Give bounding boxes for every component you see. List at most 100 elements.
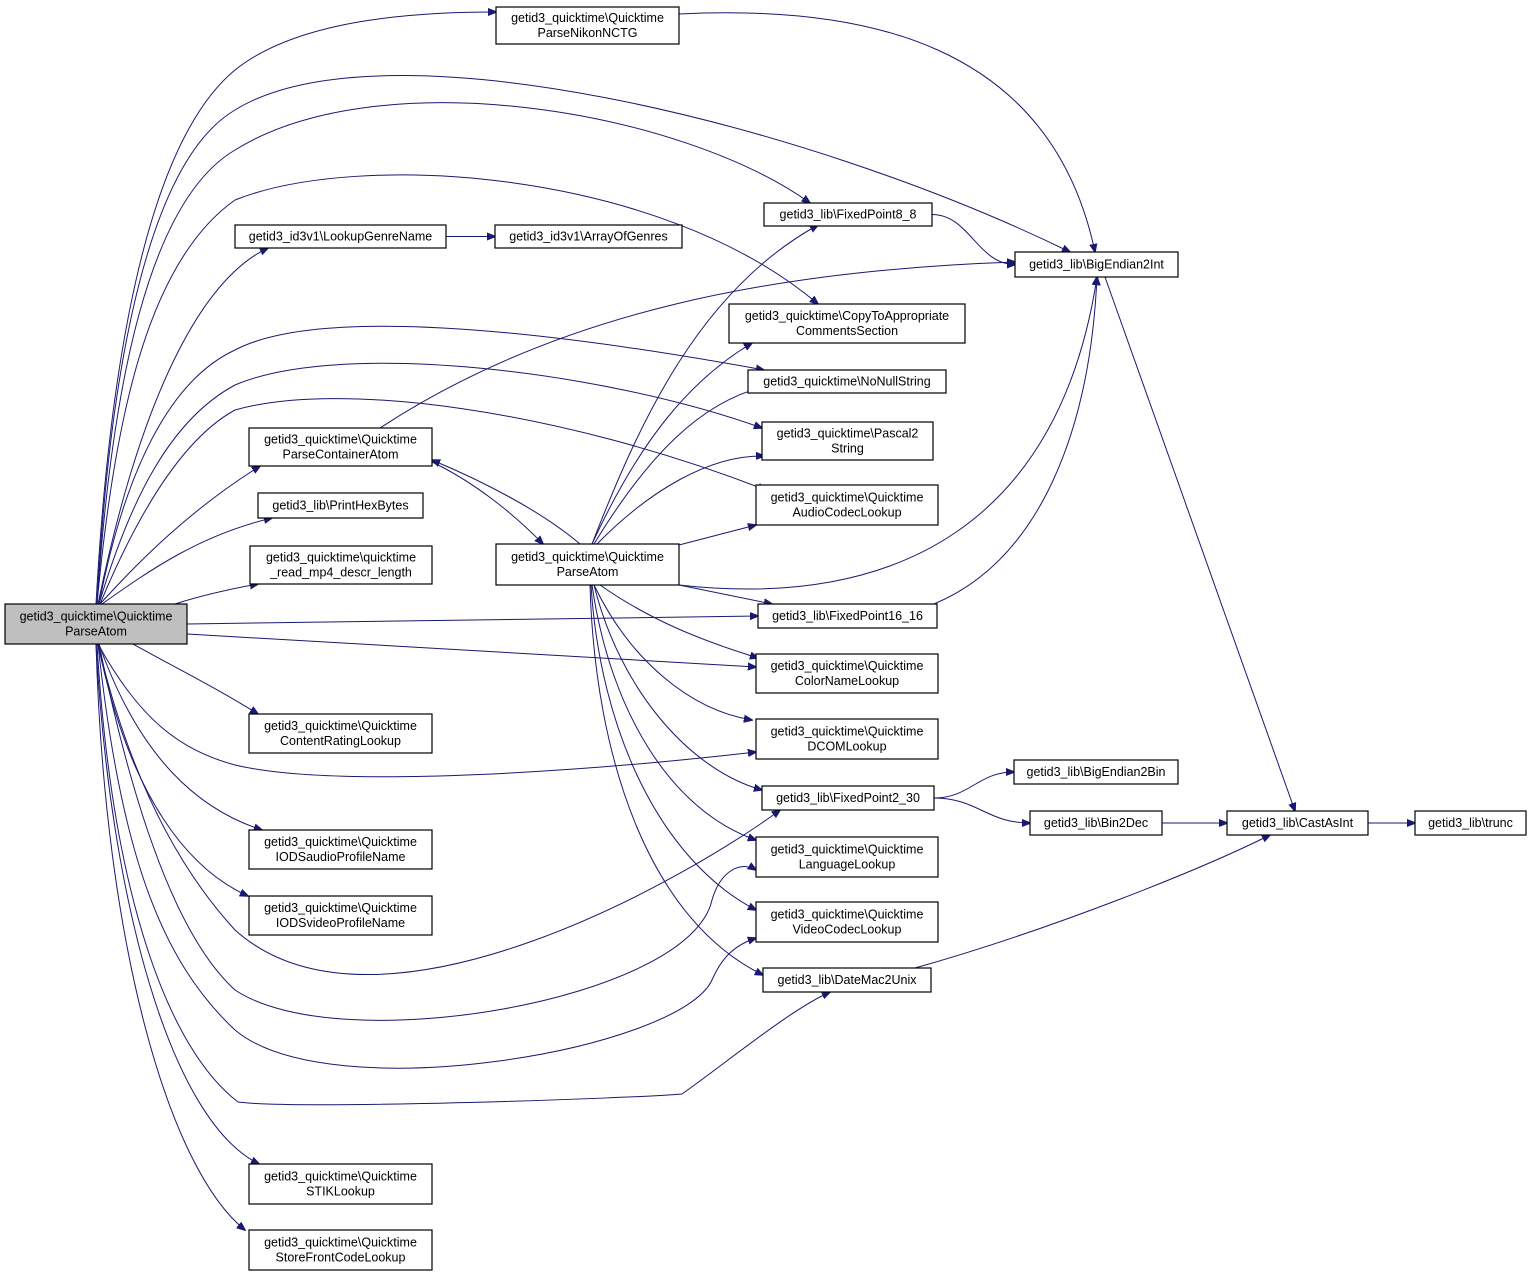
edge-line — [590, 584, 756, 910]
edge-root-to-iodsVideo — [97, 643, 248, 896]
node-box — [495, 6, 680, 45]
edge-line — [599, 584, 758, 658]
edge-root-to-be2int — [96, 75, 1070, 605]
node-label: getid3_quicktime\Quicktime — [511, 550, 664, 564]
node-box — [1414, 810, 1527, 836]
node-lookupGenre[interactable]: getid3_id3v1\LookupGenreName — [234, 224, 447, 249]
edge-line — [596, 456, 764, 545]
node-label: getid3_id3v1\ArrayOfGenres — [509, 230, 667, 244]
node-arrayGenres[interactable]: getid3_id3v1\ArrayOfGenres — [494, 224, 683, 249]
node-box — [755, 901, 939, 943]
edge-parseAtom2-to-dcom — [593, 584, 752, 720]
node-label: getid3_quicktime\Quicktime — [264, 719, 417, 733]
edge-root-to-iodsAudio — [98, 643, 262, 830]
node-label: getid3_lib\PrintHexBytes — [272, 499, 408, 513]
node-container[interactable]: getid3_quicktime\QuicktimeParseContainer… — [248, 427, 433, 467]
node-box — [728, 303, 966, 344]
node-audioCodec[interactable]: getid3_quicktime\QuicktimeAudioCodecLook… — [755, 484, 939, 526]
node-label: getid3_lib\FixedPoint8_8 — [780, 208, 917, 222]
node-nonull[interactable]: getid3_quicktime\NoNullString — [747, 369, 947, 394]
edge-line — [132, 643, 258, 714]
edge-line — [591, 343, 752, 545]
node-box — [1014, 251, 1179, 278]
edge-line — [379, 262, 1015, 429]
node-iodsAudio[interactable]: getid3_quicktime\QuicktimeIODSaudioProfi… — [248, 829, 433, 870]
edge-line — [1104, 276, 1295, 811]
node-mp4descr[interactable]: getid3_quicktime\quicktime_read_mp4_desc… — [249, 545, 433, 585]
node-box — [248, 427, 433, 467]
node-label: _read_mp4_descr_length — [269, 566, 412, 580]
node-box — [257, 492, 424, 519]
node-label: ColorNameLookup — [795, 674, 899, 688]
edge-line — [97, 643, 780, 975]
node-box — [494, 224, 683, 249]
node-label: getid3_quicktime\Quicktime — [264, 901, 417, 915]
node-label: String — [831, 442, 864, 456]
node-castAsInt[interactable]: getid3_lib\CastAsInt — [1226, 810, 1369, 836]
edge-fp230-to-be2bin — [933, 772, 1014, 799]
node-box — [4, 603, 188, 645]
edge-parseAtom2-to-videoCodec — [590, 584, 756, 910]
edge-line — [431, 461, 543, 544]
node-be2bin[interactable]: getid3_lib\BigEndian2Bin — [1013, 759, 1179, 785]
node-be2int[interactable]: getid3_lib\BigEndian2Int — [1014, 251, 1179, 278]
node-videoCodec[interactable]: getid3_quicktime\QuicktimeVideoCodecLook… — [755, 901, 939, 943]
edge-root-to-nonull — [98, 325, 764, 605]
edge-parseAtom2-to-audioCodec — [678, 525, 756, 546]
edge-line — [186, 616, 758, 625]
edge-root-to-fp1616 — [186, 616, 758, 625]
edge-line — [678, 12, 1095, 252]
node-copyTo[interactable]: getid3_quicktime\CopyToAppropriateCommen… — [728, 303, 966, 344]
edge-root-to-copyTo — [96, 174, 818, 605]
node-trunc[interactable]: getid3_lib\trunc — [1414, 810, 1527, 836]
node-fp230[interactable]: getid3_lib\FixedPoint2_30 — [761, 785, 935, 811]
node-label: getid3_lib\BigEndian2Int — [1029, 258, 1164, 272]
edge-root-to-videoCodec — [97, 643, 756, 1069]
node-box — [248, 829, 433, 870]
edge-parseAtom2-to-pascal — [596, 456, 764, 545]
edge-root-to-mp4descr — [174, 584, 258, 605]
edge-line — [97, 643, 756, 1069]
node-colorName[interactable]: getid3_quicktime\QuicktimeColorNameLooku… — [755, 653, 939, 694]
edge-line — [99, 466, 260, 605]
node-dateMac[interactable]: getid3_lib\DateMac2Unix — [762, 967, 932, 993]
node-fp1616[interactable]: getid3_lib\FixedPoint16_16 — [757, 603, 938, 629]
edge-parseAtom2-to-copyTo — [591, 343, 752, 545]
edge-line — [678, 584, 772, 604]
edge-line — [589, 584, 763, 975]
edges-layer — [95, 12, 1415, 1230]
node-label: ParseNikonNCTG — [537, 26, 637, 40]
edge-line — [914, 835, 1270, 969]
edge-line — [593, 386, 768, 545]
node-printHex[interactable]: getid3_lib\PrintHexBytes — [257, 492, 424, 519]
node-label: STIKLookup — [306, 1185, 375, 1199]
node-label: getid3_quicktime\Quicktime — [771, 908, 924, 922]
node-bin2dec[interactable]: getid3_lib\Bin2Dec — [1029, 810, 1163, 836]
edge-line — [99, 398, 766, 605]
edge-line — [593, 584, 752, 720]
edge-line — [96, 174, 818, 605]
node-iodsVideo[interactable]: getid3_quicktime\QuicktimeIODSvideoProfi… — [248, 895, 433, 936]
edge-parseAtom2-to-fp1616 — [678, 584, 772, 604]
node-label: getid3_lib\FixedPoint16_16 — [772, 609, 923, 623]
node-label: CommentsSection — [796, 324, 898, 338]
node-label: getid3_quicktime\Quicktime — [20, 610, 173, 624]
edge-line — [96, 102, 810, 605]
edge-line — [933, 797, 1030, 823]
node-label: getid3_quicktime\Quicktime — [264, 433, 417, 447]
edge-line — [174, 584, 258, 605]
node-contentRating[interactable]: getid3_quicktime\QuicktimeContentRatingL… — [248, 713, 433, 754]
node-label: ContentRatingLookup — [280, 734, 401, 748]
node-fp88[interactable]: getid3_lib\FixedPoint8_8 — [763, 202, 933, 227]
edge-parseAtom2-to-fp88 — [591, 225, 818, 545]
node-storefront[interactable]: getid3_quicktime\QuicktimeStoreFrontCode… — [248, 1229, 433, 1271]
edge-parseAtom2-to-nonull — [593, 386, 768, 545]
edge-parseAtom2-to-fp230 — [593, 584, 762, 790]
edge-line — [95, 643, 245, 1230]
